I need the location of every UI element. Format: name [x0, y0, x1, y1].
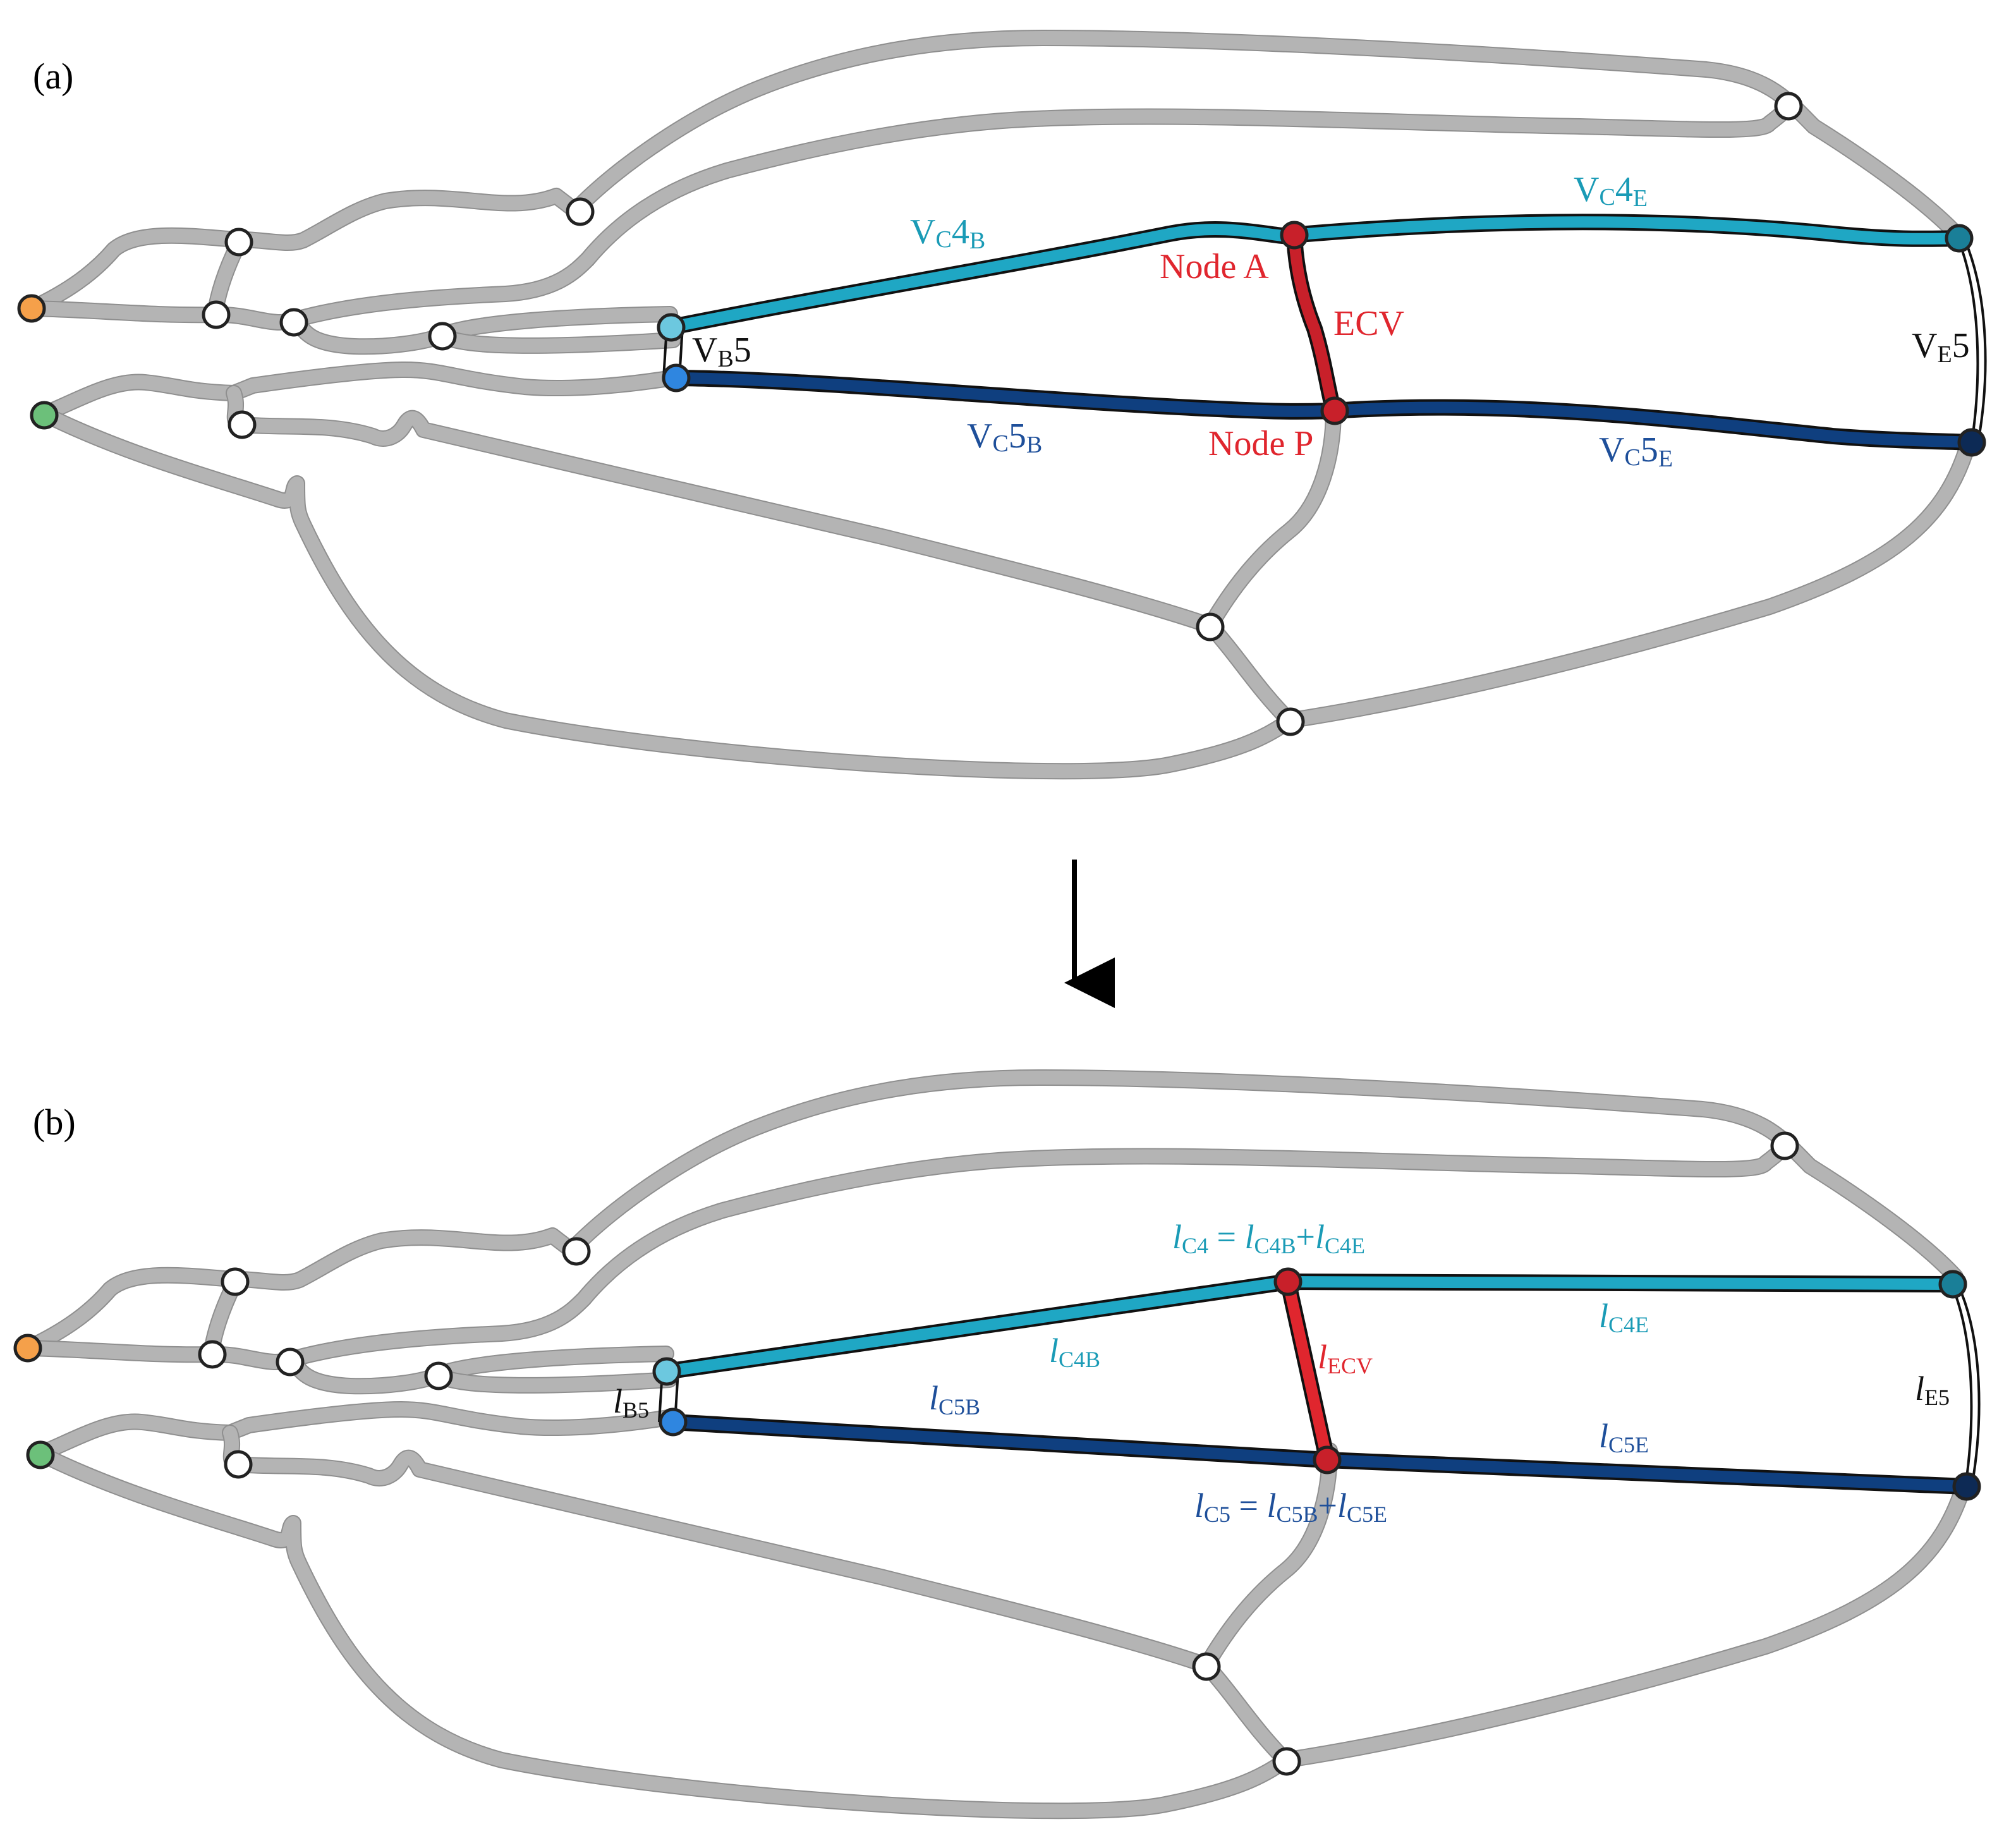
label-ecv: ECV [1333, 304, 1404, 343]
node-white [1774, 92, 1803, 121]
label-node-p: Node P [1208, 424, 1313, 463]
node-orange [13, 1334, 42, 1363]
label-vc5b: VC5B [967, 416, 1042, 458]
le5-arc-inner [1957, 1284, 1981, 1487]
node-e5 [1952, 1472, 1981, 1501]
node-white [428, 322, 457, 351]
label-lb5: lB5 [613, 1382, 649, 1423]
label-lc4b: lC4B [1049, 1332, 1100, 1372]
label-vc4e: VC4E [1574, 170, 1648, 212]
node-white [279, 308, 308, 337]
node-white [276, 1347, 305, 1377]
node-p-b [1313, 1445, 1342, 1474]
label-vb5: VB5 [692, 331, 751, 372]
label-lc5b: lC5B [929, 1379, 980, 1419]
node-a [1280, 221, 1309, 250]
panel-b-label: (b) [33, 1102, 76, 1143]
node-a-b [1273, 1267, 1303, 1296]
node-green [30, 401, 59, 430]
label-lc4e: lC4E [1599, 1297, 1649, 1337]
panel-a-label: (a) [33, 56, 73, 97]
label-vc5e: VC5E [1599, 430, 1673, 472]
node-vb4 [657, 313, 686, 342]
node-white [202, 300, 231, 329]
ve5-arc-inner [1963, 238, 1987, 443]
ecv-vein [1289, 229, 1339, 416]
node-white [424, 1361, 453, 1390]
node-white [566, 197, 595, 226]
node-ve4 [1945, 224, 1974, 253]
node-orange [17, 294, 46, 323]
node-b4 [652, 1357, 681, 1386]
label-le5: lE5 [1915, 1370, 1950, 1410]
ve5-arc-outer [1957, 238, 1979, 443]
label-lc5-equation: lC5 = lC5B+lC5E [1194, 1486, 1387, 1527]
node-white [224, 228, 253, 257]
label-lc4-equation: lC4 = lC4B+lC4E [1172, 1218, 1365, 1258]
label-lc5e: lC5E [1599, 1417, 1649, 1457]
node-vb5 [662, 363, 691, 392]
wing-outline-a [32, 38, 1969, 771]
panel-a: (a) VC4B VC [17, 38, 1987, 771]
label-ve5: VE5 [1912, 326, 1970, 368]
node-white [221, 1267, 250, 1296]
node-ve5 [1957, 428, 1986, 457]
node-white [1272, 1747, 1301, 1776]
label-lecv: lECV [1318, 1338, 1373, 1378]
node-white [1276, 707, 1305, 736]
lecv-segment [1282, 1276, 1333, 1466]
node-white [1192, 1652, 1221, 1681]
node-green [26, 1440, 55, 1469]
label-node-a: Node A [1160, 247, 1269, 286]
node-e4 [1938, 1270, 1967, 1299]
node-white [1196, 612, 1225, 641]
le5-arc-outer [1950, 1284, 1973, 1487]
node-white [562, 1237, 591, 1266]
label-vc4b: VC4B [910, 212, 985, 254]
node-white [224, 1450, 253, 1479]
node-p [1320, 396, 1349, 425]
panel-b: (b) lC4 = lC4B+lC4 [13, 1078, 1981, 1811]
node-white [228, 410, 257, 439]
node-white [198, 1340, 227, 1369]
node-white [1770, 1131, 1799, 1160]
node-b5 [659, 1407, 688, 1437]
